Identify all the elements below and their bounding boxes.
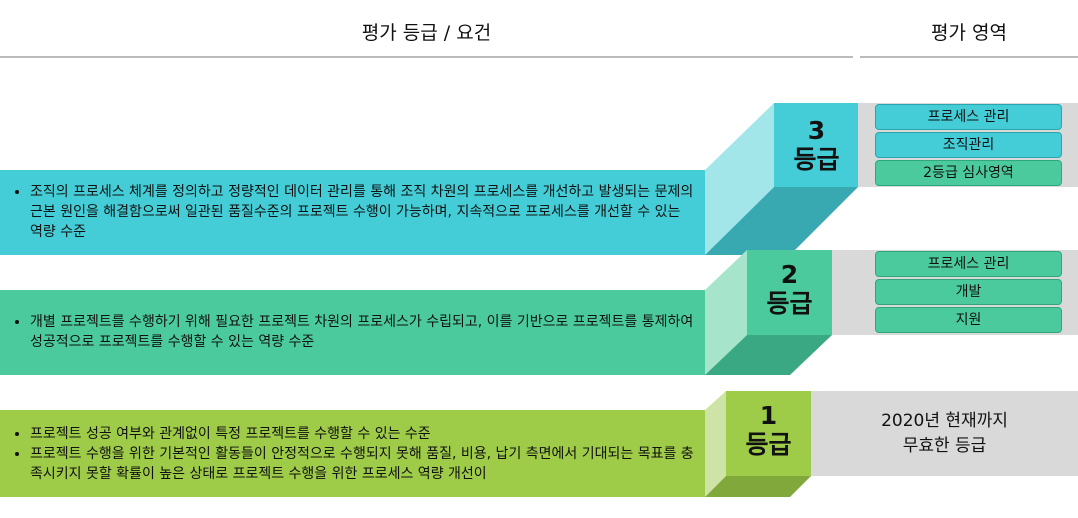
bullet: 개별 프로젝트를 수행하기 위해 필요한 프로젝트 차원의 프로세스가 수립되고… (30, 312, 694, 352)
level-1-description: 프로젝트 성공 여부와 관계없이 특정 프로젝트를 수행할 수 있는 수준 프로… (14, 424, 694, 484)
cube-bottom-3 (705, 187, 858, 255)
bar-2 (0, 290, 706, 375)
grade-unit: 등급 (793, 145, 840, 174)
area-pill: 프로세스 관리 (875, 104, 1062, 130)
cube-front-3 (774, 103, 858, 187)
area-band-1 (811, 391, 1078, 476)
note-line: 2020년 현재까지 (881, 410, 1008, 431)
grade-unit: 등급 (745, 430, 792, 459)
cube-bottom-1 (705, 476, 811, 497)
area-pill: 프로세스 관리 (875, 251, 1062, 277)
level-2-description: 개별 프로젝트를 수행하기 위해 필요한 프로젝트 차원의 프로세스가 수립되고… (14, 312, 694, 352)
grade-number: 3 (807, 116, 826, 145)
bar-3 (0, 170, 706, 255)
bullet: 프로젝트 수행을 위한 기본적인 활동들이 안정적으로 수행되지 못해 품질, … (30, 444, 694, 484)
grade-1-label: 1 등급 (726, 401, 811, 459)
area-pill: 개발 (875, 279, 1062, 305)
grade-number: 1 (759, 401, 778, 430)
bullet: 조직의 프로세스 체계를 정의하고 정량적인 데이터 관리를 통해 조직 차원의… (30, 182, 694, 242)
cube-side-2 (705, 250, 747, 375)
grade-2-label: 2 등급 (747, 260, 832, 318)
cube-side-3 (705, 103, 774, 255)
area-pill: 조직관리 (875, 132, 1062, 158)
area-pill: 지원 (875, 307, 1062, 333)
cube-front-1 (726, 391, 811, 476)
grade-3-label: 3 등급 (774, 116, 859, 174)
bar-1 (0, 410, 706, 497)
header-grade-requirements: 평가 등급 / 요건 (361, 22, 492, 44)
cube-side-1 (705, 391, 726, 497)
grade-number: 2 (780, 260, 799, 289)
note-line: 무효한 등급 (902, 435, 987, 456)
cube-front-2 (747, 250, 832, 335)
grade-unit: 등급 (766, 289, 813, 318)
bullet: 프로젝트 성공 여부와 관계없이 특정 프로젝트를 수행할 수 있는 수준 (30, 424, 694, 444)
header-evaluation-area: 평가 영역 (931, 22, 1007, 44)
level-1-note: 2020년 현재까지 무효한 등급 (811, 391, 1078, 476)
cube-bottom-2 (705, 335, 832, 375)
level-3-description: 조직의 프로세스 체계를 정의하고 정량적인 데이터 관리를 통해 조직 차원의… (14, 182, 694, 242)
area-pill: 2등급 심사영역 (875, 160, 1062, 186)
